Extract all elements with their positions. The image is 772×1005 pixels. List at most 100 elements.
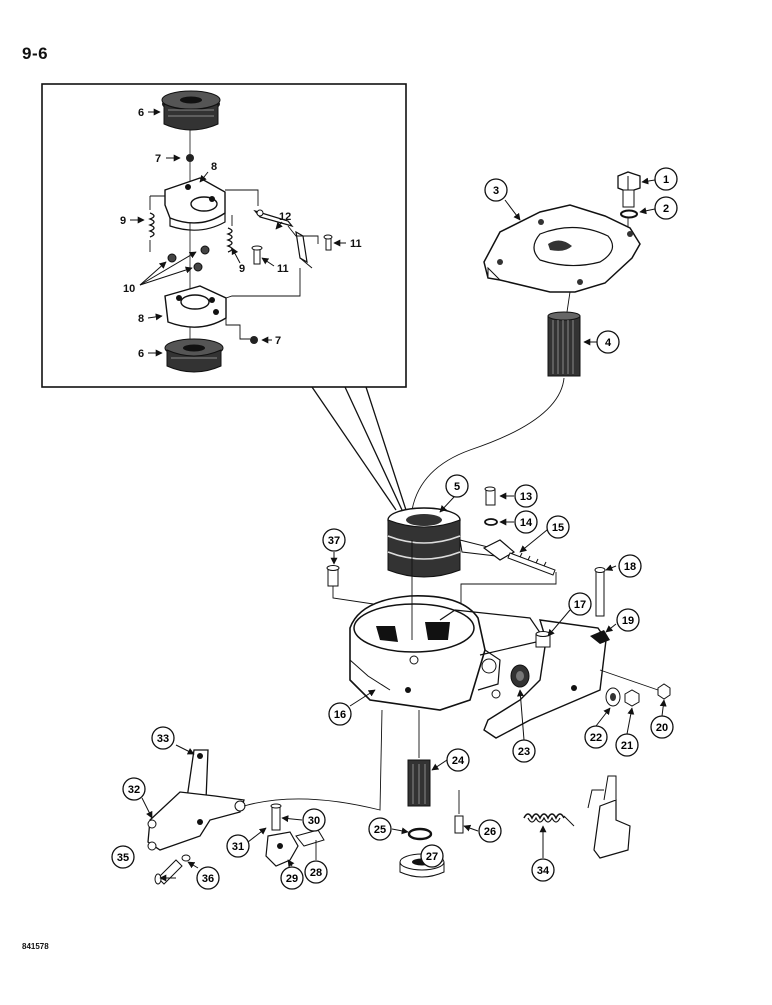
callout: 14 — [514, 510, 538, 534]
svg-text:22: 22 — [590, 732, 602, 744]
inset-label: 7 — [275, 335, 281, 347]
brake-housing — [349, 540, 546, 711]
svg-text:21: 21 — [621, 740, 633, 752]
inset-label: 6 — [138, 107, 144, 119]
bushing — [510, 664, 530, 688]
ball-inset — [167, 253, 177, 263]
callout: 16 — [328, 702, 352, 726]
callout: 36 — [196, 866, 220, 890]
svg-text:13: 13 — [520, 491, 532, 503]
inset-label: 6 — [138, 348, 144, 360]
svg-text:33: 33 — [157, 733, 169, 745]
callout: 19 — [616, 608, 640, 632]
ball-inset — [193, 262, 203, 272]
svg-text:27: 27 — [426, 851, 438, 863]
svg-text:25: 25 — [374, 824, 386, 836]
svg-text:1: 1 — [663, 174, 669, 186]
ball-bottom — [250, 336, 258, 344]
pivot-pin — [535, 631, 551, 648]
inset-label: 9 — [120, 215, 126, 227]
callout: 24 — [446, 748, 470, 772]
bolt-inset-right — [323, 234, 333, 251]
brake-pack — [387, 507, 497, 578]
callout: 1 — [654, 167, 678, 191]
svg-text:37: 37 — [328, 535, 340, 547]
latch-block — [587, 775, 631, 859]
svg-text:35: 35 — [117, 852, 129, 864]
callout: 22 — [584, 725, 608, 749]
clevis — [265, 829, 325, 867]
callout: 17 — [568, 592, 592, 616]
brake-arm — [483, 619, 610, 739]
svg-text:17: 17 — [574, 599, 586, 611]
friction-disc-top — [161, 90, 221, 131]
callout: 25 — [368, 817, 392, 841]
housing-bolt — [326, 565, 340, 587]
callout: 21 — [615, 733, 639, 757]
spring-left — [148, 212, 155, 238]
callout: 31 — [226, 834, 250, 858]
cover-plate — [483, 204, 641, 293]
inset-detail-box — [41, 83, 407, 511]
svg-text:18: 18 — [624, 561, 636, 573]
callout: 33 — [151, 726, 175, 750]
callout: 20 — [650, 715, 674, 739]
callout: 23 — [512, 739, 536, 763]
washer — [484, 518, 498, 526]
actuator-plate-top — [164, 177, 226, 231]
inset-label: 11 — [277, 263, 289, 275]
ball-inset — [200, 245, 210, 255]
small-bolt — [484, 486, 496, 506]
svg-text:31: 31 — [232, 841, 244, 853]
lock-washer — [620, 209, 638, 219]
callout: 4 — [596, 330, 620, 354]
snap-ring — [407, 827, 433, 841]
actuator-plate-bottom — [164, 268, 301, 340]
ball-top — [186, 154, 194, 162]
inset-label: 8 — [138, 313, 144, 325]
return-spring — [523, 813, 575, 827]
page-number: 9-6 — [22, 44, 49, 63]
svg-text:32: 32 — [128, 784, 140, 796]
svg-text:4: 4 — [605, 337, 612, 349]
dowel-pin — [454, 815, 464, 834]
callout: 13 — [514, 484, 538, 508]
svg-text:34: 34 — [537, 865, 550, 877]
svg-text:26: 26 — [484, 826, 496, 838]
callout: 2 — [654, 196, 678, 220]
inset-label: 8 — [211, 161, 217, 173]
callout: 5 — [445, 474, 469, 498]
inset-label: 9 — [239, 263, 245, 275]
svg-text:16: 16 — [334, 709, 346, 721]
pin-30 — [270, 803, 282, 831]
figure-code: 841578 — [22, 942, 49, 951]
svg-text:15: 15 — [552, 522, 564, 534]
adjuster-rod — [482, 539, 556, 576]
callout: 34 — [531, 858, 555, 882]
splined-sleeve — [407, 759, 431, 807]
lever-washer — [181, 854, 191, 862]
svg-text:36: 36 — [202, 873, 214, 885]
spring-right — [226, 227, 233, 253]
svg-text:19: 19 — [622, 615, 634, 627]
callout: 27 — [420, 844, 444, 868]
svg-text:2: 2 — [663, 203, 669, 215]
svg-text:24: 24 — [452, 755, 465, 767]
inset-label: 10 — [123, 283, 135, 295]
callout: 18 — [618, 554, 642, 578]
cap-screw — [617, 171, 641, 208]
callout: 28 — [304, 860, 328, 884]
bolt-inset-left — [251, 245, 263, 265]
svg-text:3: 3 — [493, 185, 499, 197]
svg-text:30: 30 — [308, 815, 320, 827]
friction-disc-bottom — [164, 338, 224, 373]
inset-leader-lines — [130, 108, 346, 357]
svg-text:28: 28 — [310, 867, 322, 879]
svg-text:14: 14 — [520, 517, 533, 529]
inset-label: 11 — [350, 238, 362, 250]
inset-labels: 6 7 8 9 12 11 11 9 10 8 7 6 — [120, 107, 362, 360]
callout: 37 — [322, 528, 346, 552]
svg-text:5: 5 — [454, 481, 460, 493]
